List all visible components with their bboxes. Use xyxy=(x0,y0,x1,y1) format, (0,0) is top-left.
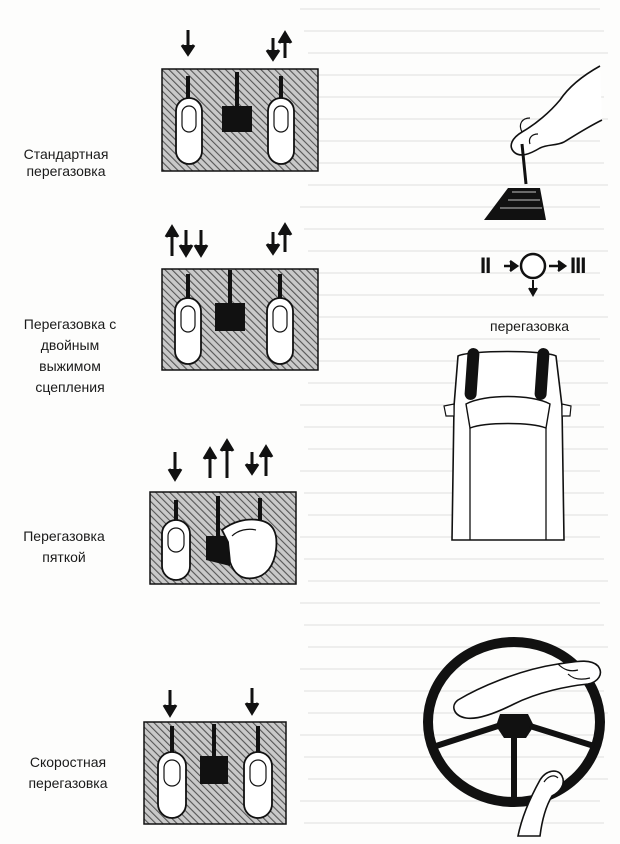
caption-standard: Стандартная перегазовка xyxy=(0,146,132,180)
hand-on-gear-lever-illustration xyxy=(484,65,603,220)
brake-pedal xyxy=(200,724,228,784)
arrow-down-icon xyxy=(244,452,260,476)
tire-skid-mark-left xyxy=(464,348,480,400)
car-top-view-illustration xyxy=(443,348,572,541)
arrow-up-icon xyxy=(277,222,293,252)
arrow-right-icon xyxy=(504,259,520,273)
caption-line: пяткой xyxy=(42,549,86,565)
caption-line: сцепления xyxy=(35,379,105,395)
accelerator-pedal-with-foot xyxy=(220,498,278,580)
caption-line: Скоростная xyxy=(29,754,107,770)
arrow-up-icon xyxy=(219,438,235,478)
brake-pedal-with-heel xyxy=(206,496,230,566)
arrow-down-icon xyxy=(167,452,183,482)
tire-skid-mark-right xyxy=(534,348,550,400)
panel-speed-pedals xyxy=(143,688,287,825)
clutch-pedal xyxy=(174,274,202,365)
caption-line: выжимом xyxy=(39,358,101,374)
clutch-pedal xyxy=(161,500,191,581)
caption-speed: Скоростная перегазовка xyxy=(0,754,136,792)
arrow-down-icon xyxy=(193,230,209,258)
gear-shift-arrows xyxy=(504,252,568,298)
bleed-through-stripe xyxy=(300,602,600,604)
accelerator-pedal xyxy=(266,274,294,365)
gear-lever xyxy=(520,143,528,185)
caption-line: двойным xyxy=(40,337,100,353)
bleed-through-stripe xyxy=(304,30,604,32)
arrow-down-icon xyxy=(162,690,178,718)
gear-from-label: II xyxy=(480,253,491,278)
car-windshield xyxy=(465,395,551,429)
arrow-down-icon xyxy=(265,232,281,256)
bleed-through-stripe xyxy=(300,8,600,10)
caption-line: Перегазовка с xyxy=(23,316,117,332)
bleed-through-stripe xyxy=(308,52,608,54)
caption-line: Перегазовка xyxy=(23,528,105,544)
clutch-pedal xyxy=(157,726,187,819)
caption-heel: Перегазовка пяткой xyxy=(4,528,124,566)
bleed-through-stripe xyxy=(304,558,604,560)
bleed-through-stripe xyxy=(304,228,604,230)
panel-heel-pedals xyxy=(149,438,297,585)
panel-double-clutch-pedals xyxy=(161,222,319,371)
arrow-down-icon xyxy=(180,30,196,57)
accelerator-pedal xyxy=(267,76,295,165)
hand-icon xyxy=(453,660,602,720)
arrow-down-icon xyxy=(178,230,194,258)
steering-wheel-illustration xyxy=(423,637,605,837)
arrow-down-icon xyxy=(265,38,281,62)
bleed-through-stripe xyxy=(304,624,604,626)
caption-line: перегазовка xyxy=(26,163,106,179)
gear-to-label: III xyxy=(570,253,586,278)
accelerator-pedal xyxy=(243,726,273,819)
caption-line: Стандартная xyxy=(23,146,109,162)
gear-boot xyxy=(484,188,546,220)
hand-icon xyxy=(510,65,603,156)
steering-wheel-hub xyxy=(496,714,534,738)
brake-pedal xyxy=(222,72,252,132)
panel-standard-pedals xyxy=(161,30,319,172)
brake-pedal xyxy=(215,270,245,331)
caption-gear-throttle: перегазовка xyxy=(490,318,570,334)
arrow-up-icon xyxy=(202,446,218,478)
caption-line: перегазовка xyxy=(28,775,108,791)
arrow-down-icon xyxy=(244,688,260,716)
arrow-right-icon xyxy=(549,259,568,273)
bleed-through-stripe xyxy=(308,580,608,582)
arrow-down-icon xyxy=(528,280,538,298)
caption-double-clutch: Перегазовка с двойным выжимом сцепления xyxy=(0,316,140,396)
steering-wheel-rim xyxy=(423,637,605,807)
arrow-up-icon xyxy=(277,30,293,58)
clutch-pedal xyxy=(175,76,203,165)
neutral-circle-icon xyxy=(519,252,547,280)
arrow-up-icon xyxy=(258,444,274,476)
hand-icon xyxy=(517,770,565,837)
arrow-up-icon xyxy=(164,224,180,256)
bleed-through-stripe xyxy=(300,338,600,340)
